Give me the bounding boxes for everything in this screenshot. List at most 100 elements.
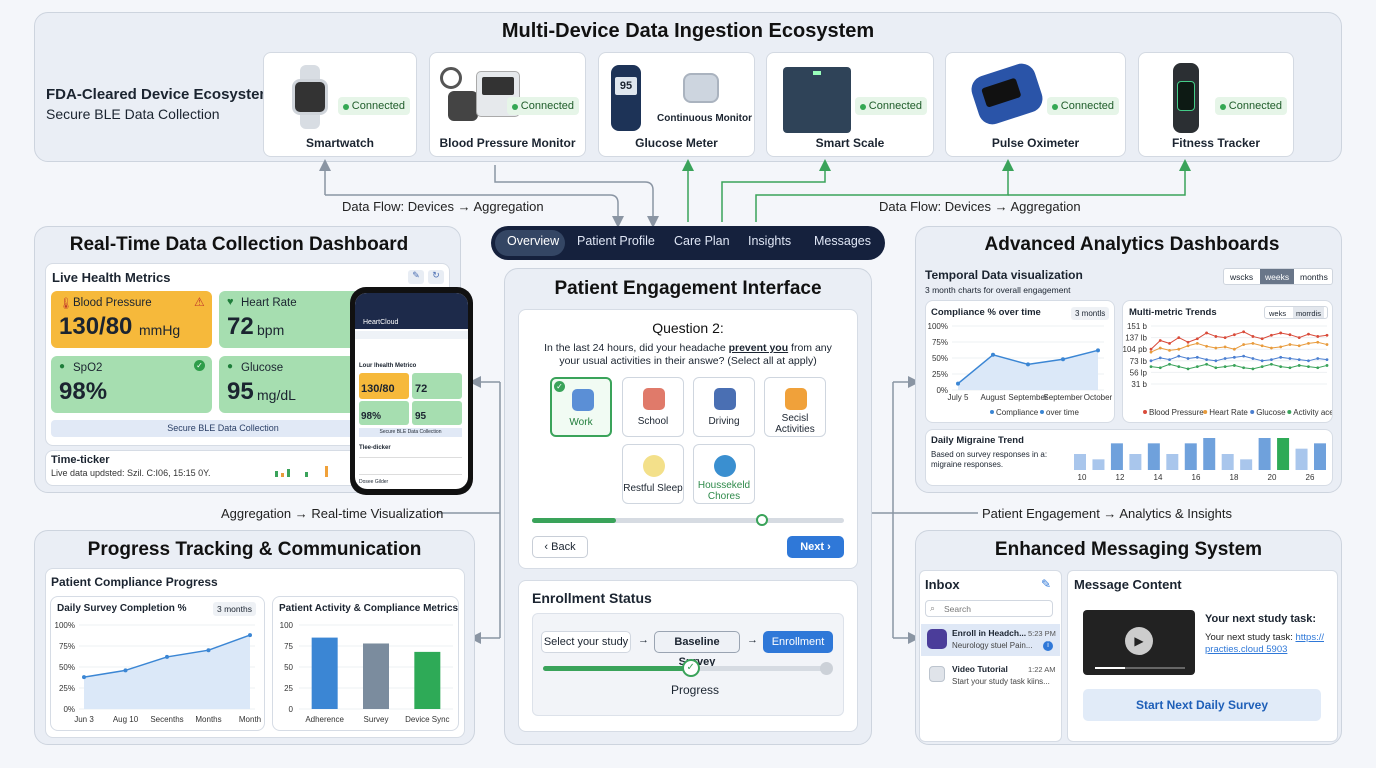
drop-icon: ● — [227, 361, 234, 372]
device-name: Pulse Oximeter — [991, 136, 1080, 150]
data-point — [1223, 345, 1227, 349]
step-select-study[interactable]: Select your study — [541, 631, 631, 653]
people-icon — [785, 388, 807, 410]
option-driving[interactable]: Driving — [693, 377, 755, 437]
x-tick-label: 10 — [1078, 473, 1087, 482]
metric-value: 130/80 — [59, 313, 133, 340]
device-card-oximeter[interactable]: Connected Pulse Oximeter — [945, 52, 1126, 157]
multi-toggle-weeks[interactable]: weks — [1269, 309, 1287, 318]
compose-icon[interactable]: ✎ — [1041, 577, 1052, 591]
phone-dose: Dosee Gilder — [359, 479, 389, 485]
tab-insights[interactable]: Insights — [748, 234, 792, 248]
data-point — [82, 675, 86, 680]
tab-messages[interactable]: Messages — [814, 234, 871, 248]
data-point — [1195, 355, 1199, 359]
series-line — [1150, 355, 1328, 362]
progress-title: Progress Tracking & Communication — [87, 539, 422, 560]
status-badge: Connected — [506, 97, 579, 115]
legend-swatch — [1143, 410, 1147, 414]
step-enrollment[interactable]: Enrollment — [763, 631, 833, 653]
metric-unit: mmHg — [139, 322, 181, 338]
realtime-title: Real-Time Data Collection Dashboard — [69, 234, 409, 255]
x-tick-label: August — [981, 393, 1007, 402]
data-point — [248, 633, 252, 638]
video-player[interactable]: ▶ — [1083, 610, 1195, 675]
option-school[interactable]: School — [622, 377, 684, 437]
device-card-glucose[interactable]: 95 Continuous Monitor Glucose Meter — [598, 52, 755, 157]
compliance-range-chip[interactable]: 3 montls — [1071, 307, 1110, 320]
x-tick-label: 26 — [1306, 473, 1315, 482]
play-icon[interactable]: ▶ — [1125, 627, 1153, 655]
device-card-tracker[interactable]: Connected Fitness Tracker — [1138, 52, 1294, 157]
message-item-2[interactable]: Video Tutorial 1:22 AM Start your study … — [921, 660, 1060, 692]
data-point — [1288, 333, 1292, 337]
next-button[interactable]: Next › — [787, 536, 844, 558]
data-point — [1061, 357, 1065, 362]
toggle-weeks[interactable]: weeks — [1260, 269, 1295, 284]
inbox-title: Inbox — [925, 577, 960, 592]
arrow-icon: → — [747, 634, 758, 646]
device-card-smartwatch[interactable]: Connected Smartwatch — [263, 52, 417, 157]
metric-label: SpO2 — [73, 362, 103, 374]
data-point — [1168, 348, 1171, 352]
back-button[interactable]: ‹ Back — [532, 536, 588, 558]
toggle-months[interactable]: months — [1300, 272, 1328, 282]
tab-overview[interactable]: Overview — [507, 234, 560, 248]
toggle-days[interactable]: wscks — [1230, 272, 1254, 282]
bar — [363, 643, 389, 709]
legend-swatch — [1250, 410, 1255, 414]
multi-toggle-months[interactable]: morrdis — [1293, 307, 1325, 318]
option-social[interactable]: Secisl Activities — [764, 377, 826, 437]
data-point — [1316, 366, 1320, 370]
option-chores[interactable]: Houssekeld Chores — [693, 444, 755, 504]
option-sleep[interactable]: Restful Sleep — [622, 444, 684, 504]
option-work[interactable]: ✓ Work — [550, 377, 612, 437]
data-point — [1242, 366, 1246, 370]
bar — [1092, 459, 1105, 470]
check-icon: ✓ — [554, 381, 565, 392]
y-tick-label: 151 b — [1127, 322, 1148, 331]
edit-icon[interactable]: ✎ — [408, 270, 424, 284]
bar — [1258, 438, 1271, 470]
start-survey-button[interactable]: Start Next Daily Survey — [1083, 689, 1321, 721]
metric-heart-rate: ♥ Heart Rate 72 bpm — [219, 291, 359, 348]
task-link[interactable]: https:// practies.cloud 5903 — [1205, 632, 1324, 655]
data-point — [1096, 348, 1100, 353]
device-card-bp-monitor[interactable]: Connected Blood Pressure Monitor — [429, 52, 586, 157]
data-point — [1297, 336, 1301, 339]
cgm-label: Continuous Monitor — [657, 113, 752, 124]
survey-range-chip[interactable]: 3 months — [213, 602, 256, 616]
metric-blood-pressure: 🌡 Blood Pressure ⚠ 130/80 mmHg — [51, 291, 212, 348]
refresh-icon[interactable]: ↻ — [428, 270, 444, 284]
phone-app-name: HeartCloud — [363, 319, 399, 326]
data-point — [1307, 332, 1310, 336]
x-tick-label: 18 — [1230, 473, 1239, 482]
step-baseline-survey[interactable]: Baseline Survey — [654, 631, 740, 668]
data-point — [1195, 337, 1199, 341]
tab-care-plan[interactable]: Care Plan — [674, 234, 730, 248]
y-tick-label: 75% — [932, 338, 948, 347]
data-point — [1279, 331, 1283, 335]
video-progress[interactable] — [1095, 667, 1185, 669]
bar — [1295, 448, 1308, 470]
bar — [1203, 438, 1216, 470]
temporal-title: Temporal Data visualization — [925, 268, 1083, 282]
message-item-1[interactable]: Enroll in Headch... 5:23 PM Neurology st… — [921, 624, 1060, 656]
bar — [1129, 454, 1142, 470]
search-input[interactable]: ⌕ Search — [925, 600, 1053, 617]
data-point — [1307, 359, 1310, 363]
tab-patient-profile[interactable]: Patient Profile — [577, 234, 655, 248]
phone-mockup: HeartCloud Lour lhealth Metrico 130/80 7… — [350, 287, 473, 495]
device-card-scale[interactable]: Connected Smart Scale — [766, 52, 934, 157]
data-point — [991, 352, 995, 357]
temporal-subtitle: 3 month charts for overall engagement — [925, 285, 1071, 295]
data-point — [1260, 337, 1264, 341]
question-progress-handle[interactable] — [756, 514, 769, 526]
data-point — [1232, 355, 1236, 359]
bar — [311, 637, 338, 709]
device-name: Smart Scale — [815, 136, 885, 150]
avatar — [927, 629, 947, 649]
data-point — [1297, 358, 1301, 362]
question-title: Question 2: — [652, 320, 724, 336]
